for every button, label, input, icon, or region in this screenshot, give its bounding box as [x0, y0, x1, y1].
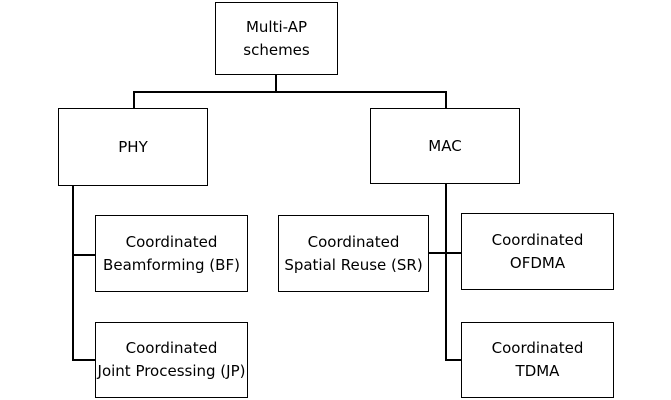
coordinated-ofdma-node: Coordinated OFDMA — [461, 213, 614, 290]
mac-node: MAC — [370, 108, 520, 184]
root-node-line2: schemes — [243, 40, 310, 59]
ofdma-node-line2: OFDMA — [509, 253, 566, 272]
connector-phy-to-bf — [72, 254, 96, 256]
root-node-multi-ap-schemes: Multi-AP schemes — [215, 2, 338, 75]
mac-node-label: MAC — [428, 136, 462, 155]
connector-mac-to-sr — [428, 252, 462, 254]
bf-node-line1: Coordinated — [125, 232, 218, 251]
jp-node-line1: Coordinated — [125, 339, 218, 357]
tdma-node-line1: Coordinated — [491, 339, 584, 357]
connector-mac-trunk — [445, 183, 447, 360]
connector-top-horizontal — [133, 91, 446, 93]
phy-node-label: PHY — [118, 137, 148, 156]
sr-node-line2: Spatial Reuse (SR) — [284, 255, 423, 274]
bf-node-line2: Beamforming (BF) — [103, 255, 240, 274]
connector-root-down — [275, 74, 277, 92]
coordinated-tdma-node: Coordinated TDMA — [461, 322, 614, 398]
connector-phy-trunk — [72, 185, 74, 360]
connector-mac-to-tdma — [445, 359, 462, 361]
ofdma-node-line1: Coordinated — [491, 230, 584, 249]
coordinated-spatial-reuse-node: Coordinated Spatial Reuse (SR) — [278, 215, 429, 292]
connector-to-phy — [133, 91, 135, 109]
connector-phy-to-jp — [72, 359, 96, 361]
tdma-node-line2: TDMA — [515, 362, 560, 380]
connector-to-mac — [445, 91, 447, 109]
root-node-line1: Multi-AP — [245, 17, 308, 36]
jp-node-line2: Joint Processing (JP) — [97, 362, 246, 380]
coordinated-beamforming-node: Coordinated Beamforming (BF) — [95, 215, 248, 292]
sr-node-line1: Coordinated — [307, 232, 400, 251]
coordinated-joint-processing-node: Coordinated Joint Processing (JP) — [95, 322, 248, 398]
phy-node: PHY — [58, 108, 208, 186]
